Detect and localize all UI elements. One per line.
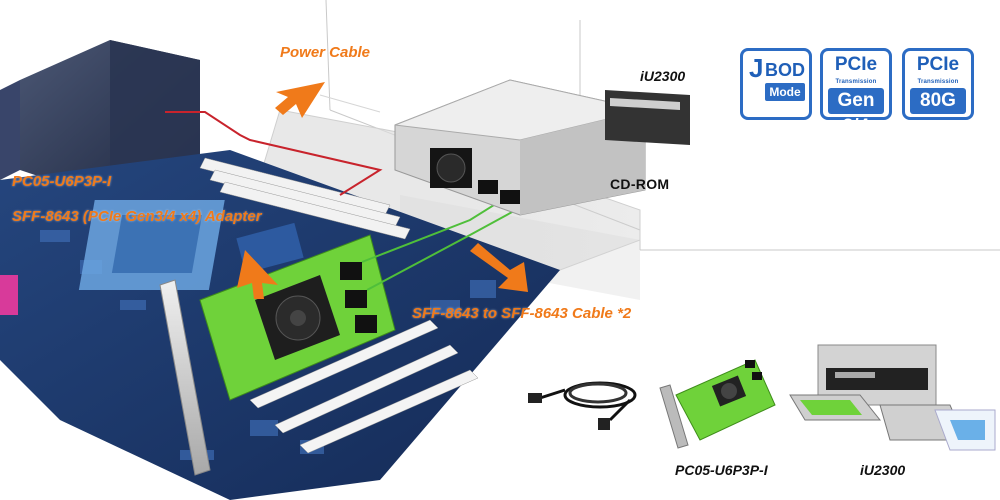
power-cable-callout: Power Cable [280,44,371,61]
iu2300-top-label: iU2300 [640,68,686,84]
pcie-80g-badge: PCIe Transmission 80G [902,48,974,120]
jbod-badge-text: BOD [765,60,805,80]
red-power-cable [165,111,383,196]
adapter-callout: SFF-8643 (PCIe Gen3/4 x4) Adapter [12,208,262,225]
product-enclosure-thumbnail [789,344,996,451]
jbod-badge-mode: Mode [765,83,805,101]
pcie-gen-badge: PCIe Transmission Gen 3/4 [820,48,892,137]
sff-cable-callout: SFF-8643 to SFF-8643 Cable *2 [412,305,632,322]
product-card-label: PC05-U6P3P-I [675,462,768,478]
iu2300-enclosure-top [394,79,690,216]
pcie-80g-badge-title: PCIe [916,54,960,75]
product-card-thumbnail [659,359,776,449]
power-supply-box [0,40,200,200]
product-cable-thumbnail [528,381,637,430]
pcie-gen-badge-sub: Transmission [835,79,877,85]
pcie-gen-badge-title: PCIe [834,54,878,75]
pcie-80g-badge-sub: Transmission [917,79,959,85]
pc05-card-callout: PC05-U6P3P-I [12,173,112,190]
pcie-80g-badge-value: 80G [910,88,966,114]
jbod-badge-letter: J [749,53,764,83]
orange-pointer-arrows [237,82,528,299]
green-adapter-card [199,234,396,401]
card-bracket [159,279,211,476]
product-enclosure-label: iU2300 [860,462,906,478]
pcie-gen-badge-value: Gen 3/4 [828,88,884,137]
jbod-mode-badge: J BOD Mode [740,48,812,120]
cdrom-label: CD-ROM [610,176,670,192]
